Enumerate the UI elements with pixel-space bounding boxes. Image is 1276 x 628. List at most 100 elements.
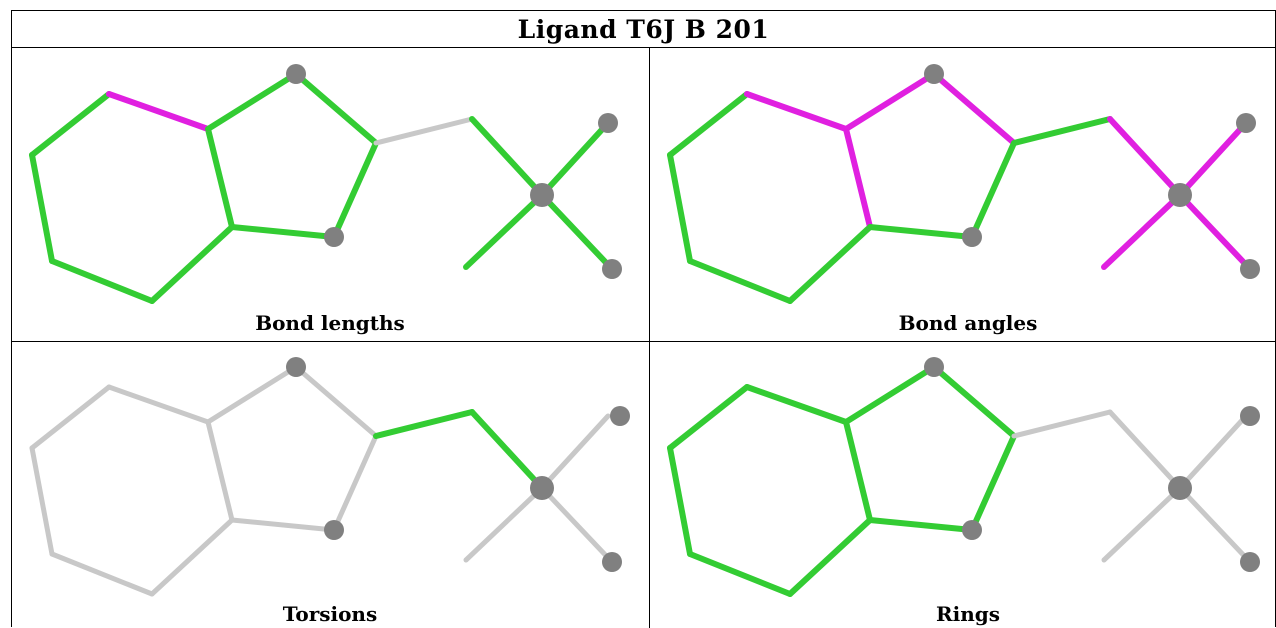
- bond: [373, 116, 475, 146]
- bond: [205, 419, 235, 523]
- bond: [1101, 192, 1183, 270]
- bond: [1177, 413, 1249, 491]
- bond: [667, 384, 750, 451]
- bond: [744, 384, 849, 425]
- bond: [293, 364, 379, 439]
- bond: [843, 419, 873, 523]
- bond: [29, 91, 112, 158]
- atom: [602, 259, 622, 279]
- bond: [49, 551, 155, 597]
- molecule-torsions: [29, 357, 630, 597]
- bond: [1101, 485, 1183, 563]
- bond: [29, 445, 55, 557]
- atom: [598, 113, 618, 133]
- atoms: [924, 64, 1260, 279]
- atom: [962, 520, 982, 540]
- atom: [286, 357, 306, 377]
- atoms: [286, 64, 622, 279]
- bond: [843, 364, 937, 425]
- caption-bond-lengths: Bond lengths: [255, 311, 405, 335]
- row-divider: [12, 341, 1275, 342]
- bond: [539, 192, 615, 272]
- atom: [1240, 259, 1260, 279]
- bond: [787, 517, 873, 597]
- molecule-rings: [667, 357, 1260, 597]
- caption-bond-angles: Bond angles: [898, 311, 1038, 335]
- bond: [867, 517, 975, 533]
- bond: [1011, 116, 1113, 146]
- caption-rings: Rings: [935, 602, 1000, 626]
- atoms: [924, 357, 1260, 572]
- bond: [1177, 485, 1253, 565]
- bond: [1107, 116, 1183, 198]
- molecule-bond-lengths: [29, 64, 622, 304]
- bond: [149, 224, 235, 304]
- bond: [1011, 409, 1113, 439]
- bond: [1177, 192, 1253, 272]
- bond: [106, 91, 211, 132]
- substituent: [373, 409, 615, 565]
- bond: [667, 91, 750, 158]
- bond: [539, 485, 615, 565]
- bond: [687, 551, 793, 597]
- bond: [867, 224, 975, 240]
- bond: [667, 152, 693, 264]
- substituent: [373, 116, 615, 272]
- column-divider: [649, 48, 650, 628]
- aromatic-ring-5: [205, 71, 379, 240]
- caption-torsions: Torsions: [282, 602, 378, 626]
- bond: [463, 485, 545, 563]
- bond: [205, 126, 235, 230]
- bond: [463, 192, 545, 270]
- bond: [205, 364, 299, 425]
- bond: [331, 140, 379, 240]
- panel-bond-lengths: Bond lengths: [12, 49, 648, 341]
- ligand-table: Ligand T6J B 201: [11, 10, 1276, 628]
- bond: [29, 384, 112, 451]
- bond: [229, 224, 337, 240]
- aromatic-ring-6: [667, 384, 873, 597]
- atom: [602, 552, 622, 572]
- bond: [293, 71, 379, 146]
- atom: [610, 406, 630, 426]
- bond: [331, 433, 379, 533]
- bond: [205, 71, 299, 132]
- bond: [667, 445, 693, 557]
- bond: [744, 91, 849, 132]
- aromatic-ring-6: [667, 91, 873, 304]
- panel-rings: Rings: [650, 342, 1276, 628]
- atom: [1168, 183, 1192, 207]
- panel-torsions: Torsions: [12, 342, 648, 628]
- bond: [969, 433, 1017, 533]
- bond: [373, 409, 475, 439]
- bond: [687, 258, 793, 304]
- atom: [1236, 113, 1256, 133]
- bond: [469, 116, 545, 198]
- substituent: [1011, 116, 1253, 272]
- bond: [29, 152, 55, 264]
- bond: [787, 224, 873, 304]
- bond: [931, 71, 1017, 146]
- atom: [924, 357, 944, 377]
- aromatic-ring-5: [205, 364, 379, 533]
- molecule-bond-angles: [667, 64, 1260, 304]
- bond: [49, 258, 155, 304]
- atom: [924, 64, 944, 84]
- bond: [469, 409, 545, 491]
- bond: [969, 140, 1017, 240]
- atom: [1168, 476, 1192, 500]
- bond: [843, 71, 937, 132]
- bond: [539, 120, 611, 198]
- atom: [530, 183, 554, 207]
- substituent: [1011, 409, 1253, 565]
- atom: [324, 227, 344, 247]
- bond: [931, 364, 1017, 439]
- bond: [106, 384, 211, 425]
- bond: [843, 126, 873, 230]
- aromatic-ring-5: [843, 364, 1017, 533]
- bond: [1107, 409, 1183, 491]
- atom: [286, 64, 306, 84]
- aromatic-ring-5: [843, 71, 1017, 240]
- atoms: [286, 357, 630, 572]
- table-title: Ligand T6J B 201: [12, 11, 1275, 48]
